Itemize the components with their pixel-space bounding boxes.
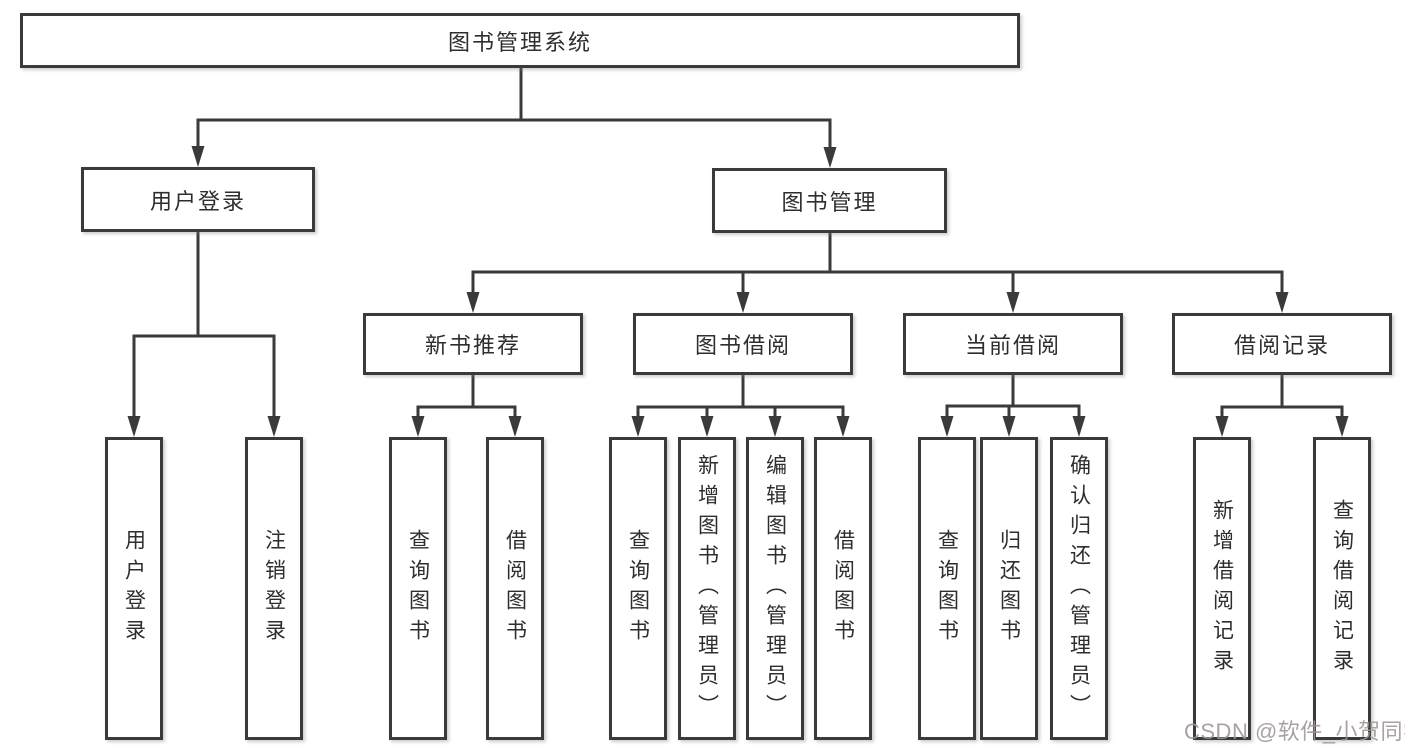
node-book-borrowing: 图书借阅	[633, 313, 853, 375]
node-borrowing-records: 借阅记录	[1172, 313, 1392, 375]
node-new-book-recommend: 新书推荐	[363, 313, 583, 375]
leaf-borrow-books-borrowing-label: 借阅图书	[831, 528, 855, 649]
leaf-user-login-label: 用户登录	[122, 528, 146, 649]
leaf-borrow-books-recommend-label: 借阅图书	[503, 528, 527, 649]
leaf-logout-login-label: 注销登录	[262, 528, 286, 649]
edge-root-to-level1	[196, 66, 832, 153]
leaf-borrow-books-borrowing: 借阅图书	[814, 437, 872, 740]
leaf-borrow-books-recommend: 借阅图书	[486, 437, 544, 740]
edge-records-to-leaves	[1220, 373, 1344, 423]
node-root: 图书管理系统	[20, 13, 1020, 68]
node-book-management: 图书管理	[712, 168, 947, 233]
edge-book-borrow-to-leaves	[636, 373, 845, 423]
leaf-logout-login: 注销登录	[245, 437, 303, 740]
leaf-query-books-recommend-label: 查询图书	[406, 528, 430, 649]
leaf-query-books-borrowing-label: 查询图书	[626, 528, 650, 649]
leaf-user-login: 用户登录	[105, 437, 163, 740]
edge-book-mgmt-to-level2	[471, 231, 1284, 299]
leaf-add-books-admin: 新增图书（管理员）	[678, 437, 736, 740]
node-current-borrowing: 当前借阅	[903, 313, 1123, 375]
leaf-query-books-current-label: 查询图书	[935, 528, 959, 649]
leaf-query-books-current: 查询图书	[918, 437, 976, 740]
node-user-login: 用户登录	[81, 167, 315, 232]
arrowheads	[127, 146, 1349, 437]
edge-current-borrow-to-leaves	[945, 373, 1081, 423]
leaf-edit-books-admin-label: 编辑图书（管理员）	[763, 453, 787, 724]
leaf-query-borrow-record-label: 查询借阅记录	[1330, 498, 1354, 679]
leaf-add-books-admin-label: 新增图书（管理员）	[695, 453, 719, 724]
watermark: CSDN @软件_小贺同学	[1184, 719, 1405, 744]
leaf-add-borrow-record-label: 新增借阅记录	[1210, 498, 1234, 679]
leaf-query-borrow-record: 查询借阅记录	[1313, 437, 1371, 740]
leaf-edit-books-admin: 编辑图书（管理员）	[746, 437, 804, 740]
leaf-query-books-borrowing: 查询图书	[609, 437, 667, 740]
leaf-query-books-recommend: 查询图书	[389, 437, 447, 740]
leaf-add-borrow-record: 新增借阅记录	[1193, 437, 1251, 740]
leaf-confirm-return-admin: 确认归还（管理员）	[1050, 437, 1108, 740]
leaf-confirm-return-admin-label: 确认归还（管理员）	[1067, 453, 1091, 724]
leaf-return-books: 归还图书	[980, 437, 1038, 740]
edge-new-book-to-leaves	[416, 373, 517, 423]
edge-user-login-to-leaves	[132, 230, 276, 423]
leaf-return-books-label: 归还图书	[997, 528, 1021, 649]
